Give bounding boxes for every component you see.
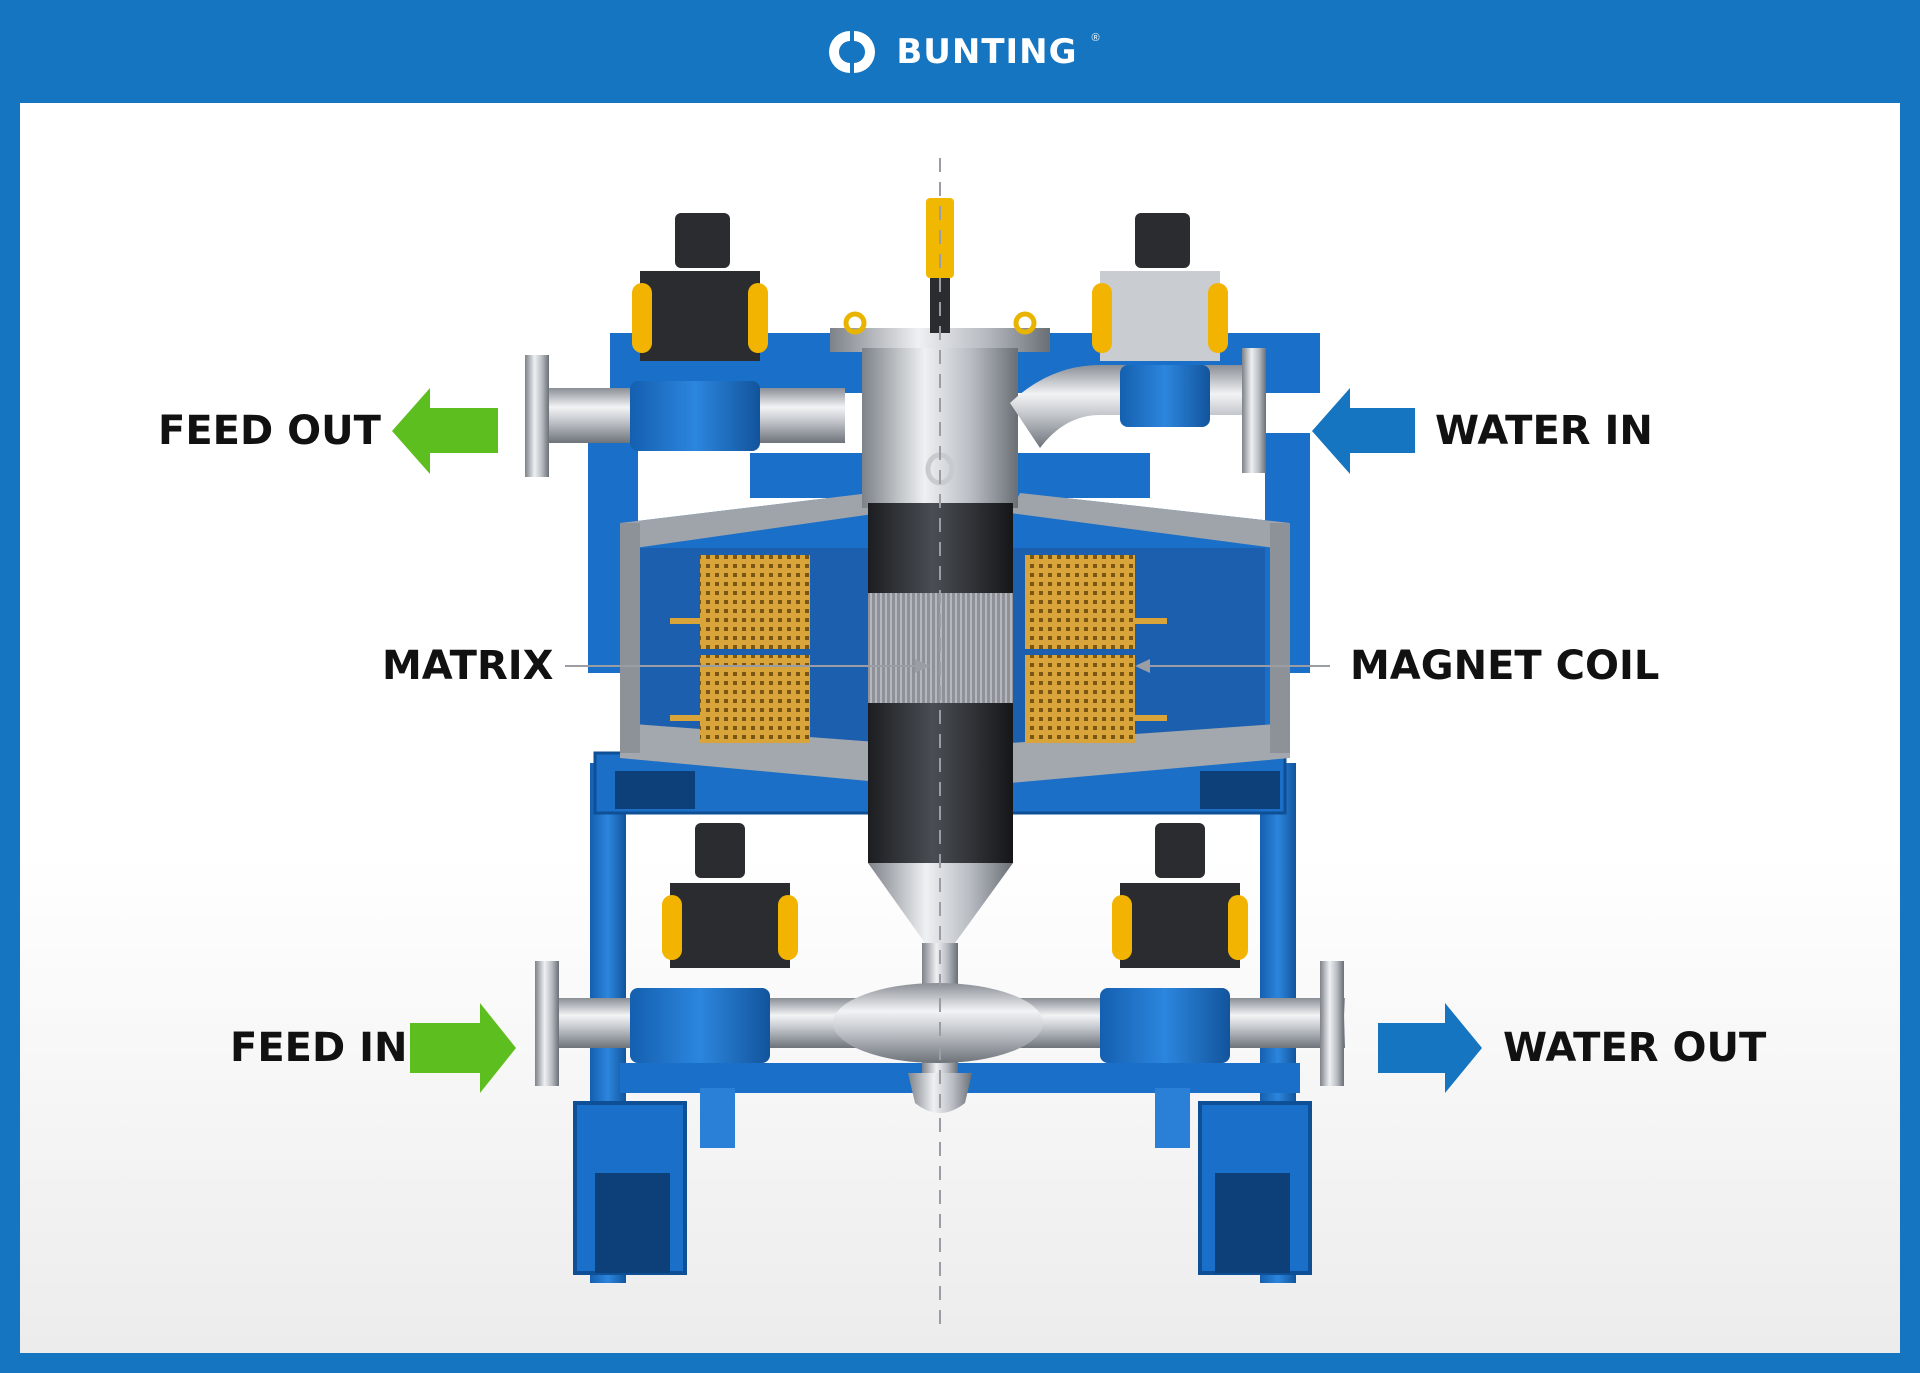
- arrow-blue-icon: [1312, 388, 1415, 474]
- arrow-green-icon: [392, 388, 498, 474]
- label-feed-out: FEED OUT: [158, 408, 381, 454]
- label-water-in: WATER IN: [1435, 408, 1653, 454]
- arrow-blue-icon: [1378, 1003, 1482, 1093]
- label-magnet-coil: MAGNET COIL: [1350, 643, 1660, 689]
- valve-actuators: [632, 213, 1248, 968]
- brand-name: BUNTING: [896, 31, 1078, 72]
- top-pipes: [525, 348, 1266, 477]
- registered-mark: ®: [1091, 31, 1100, 44]
- matrix-pointer-head: [915, 659, 930, 673]
- label-feed-in: FEED IN: [230, 1025, 408, 1071]
- magnet-coils: [670, 555, 1167, 743]
- label-matrix: MATRIX: [382, 643, 554, 689]
- magnet-coil-pointer-head: [1135, 659, 1150, 673]
- label-water-out: WATER OUT: [1503, 1025, 1767, 1071]
- header-bar: BUNTING ®: [0, 0, 1920, 103]
- arrow-green-icon: [410, 1003, 516, 1093]
- diagram-panel: FEED OUT WATER IN MATRIX MAGNET COIL FEE…: [20, 103, 1900, 1353]
- bunting-logo-icon: [829, 30, 876, 73]
- bunting-logo: BUNTING ®: [820, 27, 1100, 77]
- lower-frame: [573, 751, 1312, 1283]
- bottom-pipes: [535, 961, 1345, 1086]
- separator-diagram: [392, 158, 1482, 1333]
